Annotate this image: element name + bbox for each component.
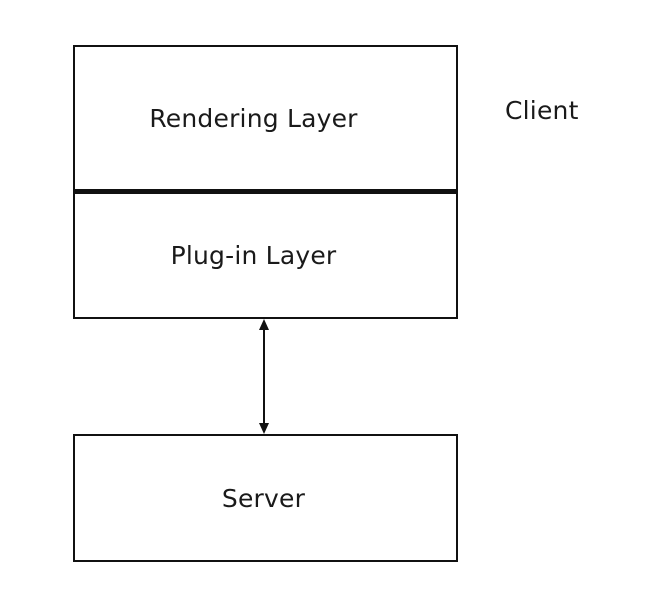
plugin-layer-box: Plug-in Layer bbox=[73, 190, 458, 319]
rendering-layer-label: Rendering Layer bbox=[149, 103, 358, 133]
server-box: Server bbox=[73, 434, 458, 562]
plugin-layer-label: Plug-in Layer bbox=[170, 241, 337, 270]
arrow-head-up bbox=[259, 319, 269, 330]
rendering-layer-box: Rendering Layer bbox=[73, 45, 458, 193]
client-label: Client bbox=[505, 96, 579, 125]
server-label: Server bbox=[221, 483, 306, 513]
arrow-head-down bbox=[259, 423, 269, 434]
